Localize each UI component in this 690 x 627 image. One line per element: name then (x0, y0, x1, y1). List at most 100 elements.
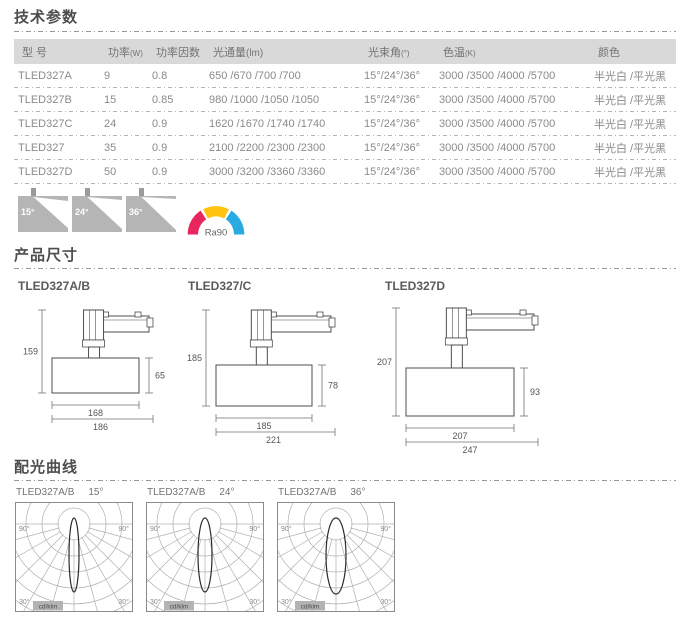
cell-power: 15 (104, 94, 117, 106)
cell-beam: 15°/24°/36° (364, 142, 421, 154)
cell-pf: 0.9 (152, 166, 168, 178)
cell-color: 半光白 /平光黑 (594, 71, 667, 83)
svg-text:221: 221 (266, 435, 281, 445)
table-row: TLED327 35 0.9 2100 /2200 /2300 /2300 15… (14, 136, 676, 160)
section-title-curves: 配光曲线 (14, 459, 79, 476)
cri-arc-left (187, 210, 207, 235)
table-row: TLED327C 24 0.9 1620 /1670 /1740 /1740 1… (14, 112, 676, 136)
beam-angle-label: 15° (21, 207, 35, 217)
svg-text:90°: 90° (380, 525, 391, 533)
dimension-drawing-327ab: 159 65 168 186 (23, 309, 165, 432)
beam-angle-label: 24° (75, 207, 89, 217)
svg-text:cd/klm: cd/klm (170, 604, 189, 611)
cell-color: 半光白 /平光黑 (594, 95, 667, 107)
cri-arc-right (225, 210, 245, 235)
drawing-model-label: TLED327D (385, 279, 446, 293)
cell-model: TLED327D (18, 166, 73, 178)
cell-color: 半光白 /平光黑 (594, 119, 667, 131)
svg-text:159: 159 (23, 347, 38, 357)
cell-power: 9 (104, 70, 111, 82)
svg-text:168: 168 (88, 408, 103, 418)
col-header-power: 功率(W) (108, 46, 143, 59)
cri-badge: Ra90 (182, 192, 250, 246)
fixture-tab (85, 188, 90, 197)
beam-cone (33, 197, 68, 228)
svg-text:90°: 90° (118, 525, 129, 533)
beam-angle-icon-36: 36° (126, 188, 176, 237)
cell-model: TLED327C (18, 118, 73, 130)
cell-beam: 15°/24°/36° (364, 166, 421, 178)
cell-pf: 0.8 (152, 70, 168, 82)
cell-flux: 2100 /2200 /2300 /2300 (209, 142, 326, 154)
cell-pf: 0.9 (152, 118, 168, 130)
cell-model: TLED327 (18, 142, 65, 154)
table-row: TLED327B 15 0.85 980 /1000 /1050 /1050 1… (14, 88, 676, 112)
col-header-color: 颜色 (598, 46, 620, 59)
svg-text:cd/klm: cd/klm (39, 604, 58, 611)
svg-text:30°: 30° (118, 598, 129, 606)
svg-text:207: 207 (377, 357, 392, 367)
cell-model: TLED327A (18, 70, 72, 82)
cell-cct: 3000 /3500 /4000 /5700 (439, 142, 556, 154)
svg-text:247: 247 (462, 445, 477, 455)
col-header-beam: 光束角(°) (368, 46, 410, 59)
spec-table-header: 型 号 功率(W) 功率因数 光通量(lm) 光束角(°) 色温(K) 颜色 (14, 39, 676, 64)
beam-cone (87, 197, 122, 229)
section-divider (14, 480, 676, 481)
cell-power: 50 (104, 166, 117, 178)
beam-cone (141, 197, 176, 230)
cell-flux: 980 /1000 /1050 /1050 (209, 94, 320, 106)
cell-flux: 1620 /1670 /1740 /1740 (209, 118, 326, 130)
svg-text:cd/klm: cd/klm (301, 604, 320, 611)
cell-pf: 0.85 (152, 94, 174, 106)
section-divider (14, 31, 676, 32)
cell-color: 半光白 /平光黑 (594, 143, 667, 155)
svg-text:65: 65 (155, 371, 165, 381)
cri-label: Ra90 (205, 227, 228, 238)
svg-text:93: 93 (530, 387, 540, 397)
beam-angle-icon-24: 24° (72, 188, 122, 237)
svg-text:30°: 30° (150, 598, 161, 606)
cell-power: 24 (104, 118, 117, 130)
polar-chart-24deg: 90° 90° 30° 30° cd/klm (146, 502, 264, 612)
drawing-model-label: TLED327/C (188, 279, 252, 293)
polar-chart-15deg: 90° 90° 30° 30° cd/klm (15, 502, 133, 612)
cell-color: 半光白 /平光黑 (594, 167, 667, 179)
col-header-pf: 功率因数 (156, 46, 200, 59)
svg-text:30°: 30° (19, 598, 30, 606)
cell-cct: 3000 /3500 /4000 /5700 (439, 118, 556, 130)
svg-text:78: 78 (328, 381, 338, 391)
beam-angle-icon-15: 15° (18, 188, 68, 237)
table-row: TLED327A 9 0.8 650 /670 /700 /700 15°/24… (14, 64, 676, 88)
section-title-dimensions: 产品尺寸 (14, 247, 79, 264)
svg-text:90°: 90° (249, 525, 260, 533)
svg-text:90°: 90° (150, 525, 161, 533)
cell-power: 35 (104, 142, 117, 154)
col-header-flux: 光通量(lm) (213, 46, 264, 59)
svg-text:90°: 90° (281, 525, 292, 533)
cell-flux: 650 /670 /700 /700 (209, 70, 301, 82)
cell-beam: 15°/24°/36° (364, 118, 421, 130)
svg-text:185: 185 (256, 421, 271, 431)
cell-pf: 0.9 (152, 142, 168, 154)
svg-text:186: 186 (93, 422, 108, 432)
svg-text:30°: 30° (380, 598, 391, 606)
cell-beam: 15°/24°/36° (364, 94, 421, 106)
cell-flux: 3000 /3200 /3360 /3360 (209, 166, 326, 178)
cell-cct: 3000 /3500 /4000 /5700 (439, 94, 556, 106)
fixture-tab (139, 188, 144, 197)
svg-text:30°: 30° (249, 598, 260, 606)
drawing-model-label: TLED327A/B (18, 279, 91, 293)
fixture-tab (31, 188, 36, 197)
cell-cct: 3000 /3500 /4000 /5700 (439, 166, 556, 178)
svg-text:90°: 90° (19, 525, 30, 533)
cell-cct: 3000 /3500 /4000 /5700 (439, 70, 556, 82)
col-header-cct: 色温(K) (443, 46, 476, 59)
svg-text:30°: 30° (281, 598, 292, 606)
